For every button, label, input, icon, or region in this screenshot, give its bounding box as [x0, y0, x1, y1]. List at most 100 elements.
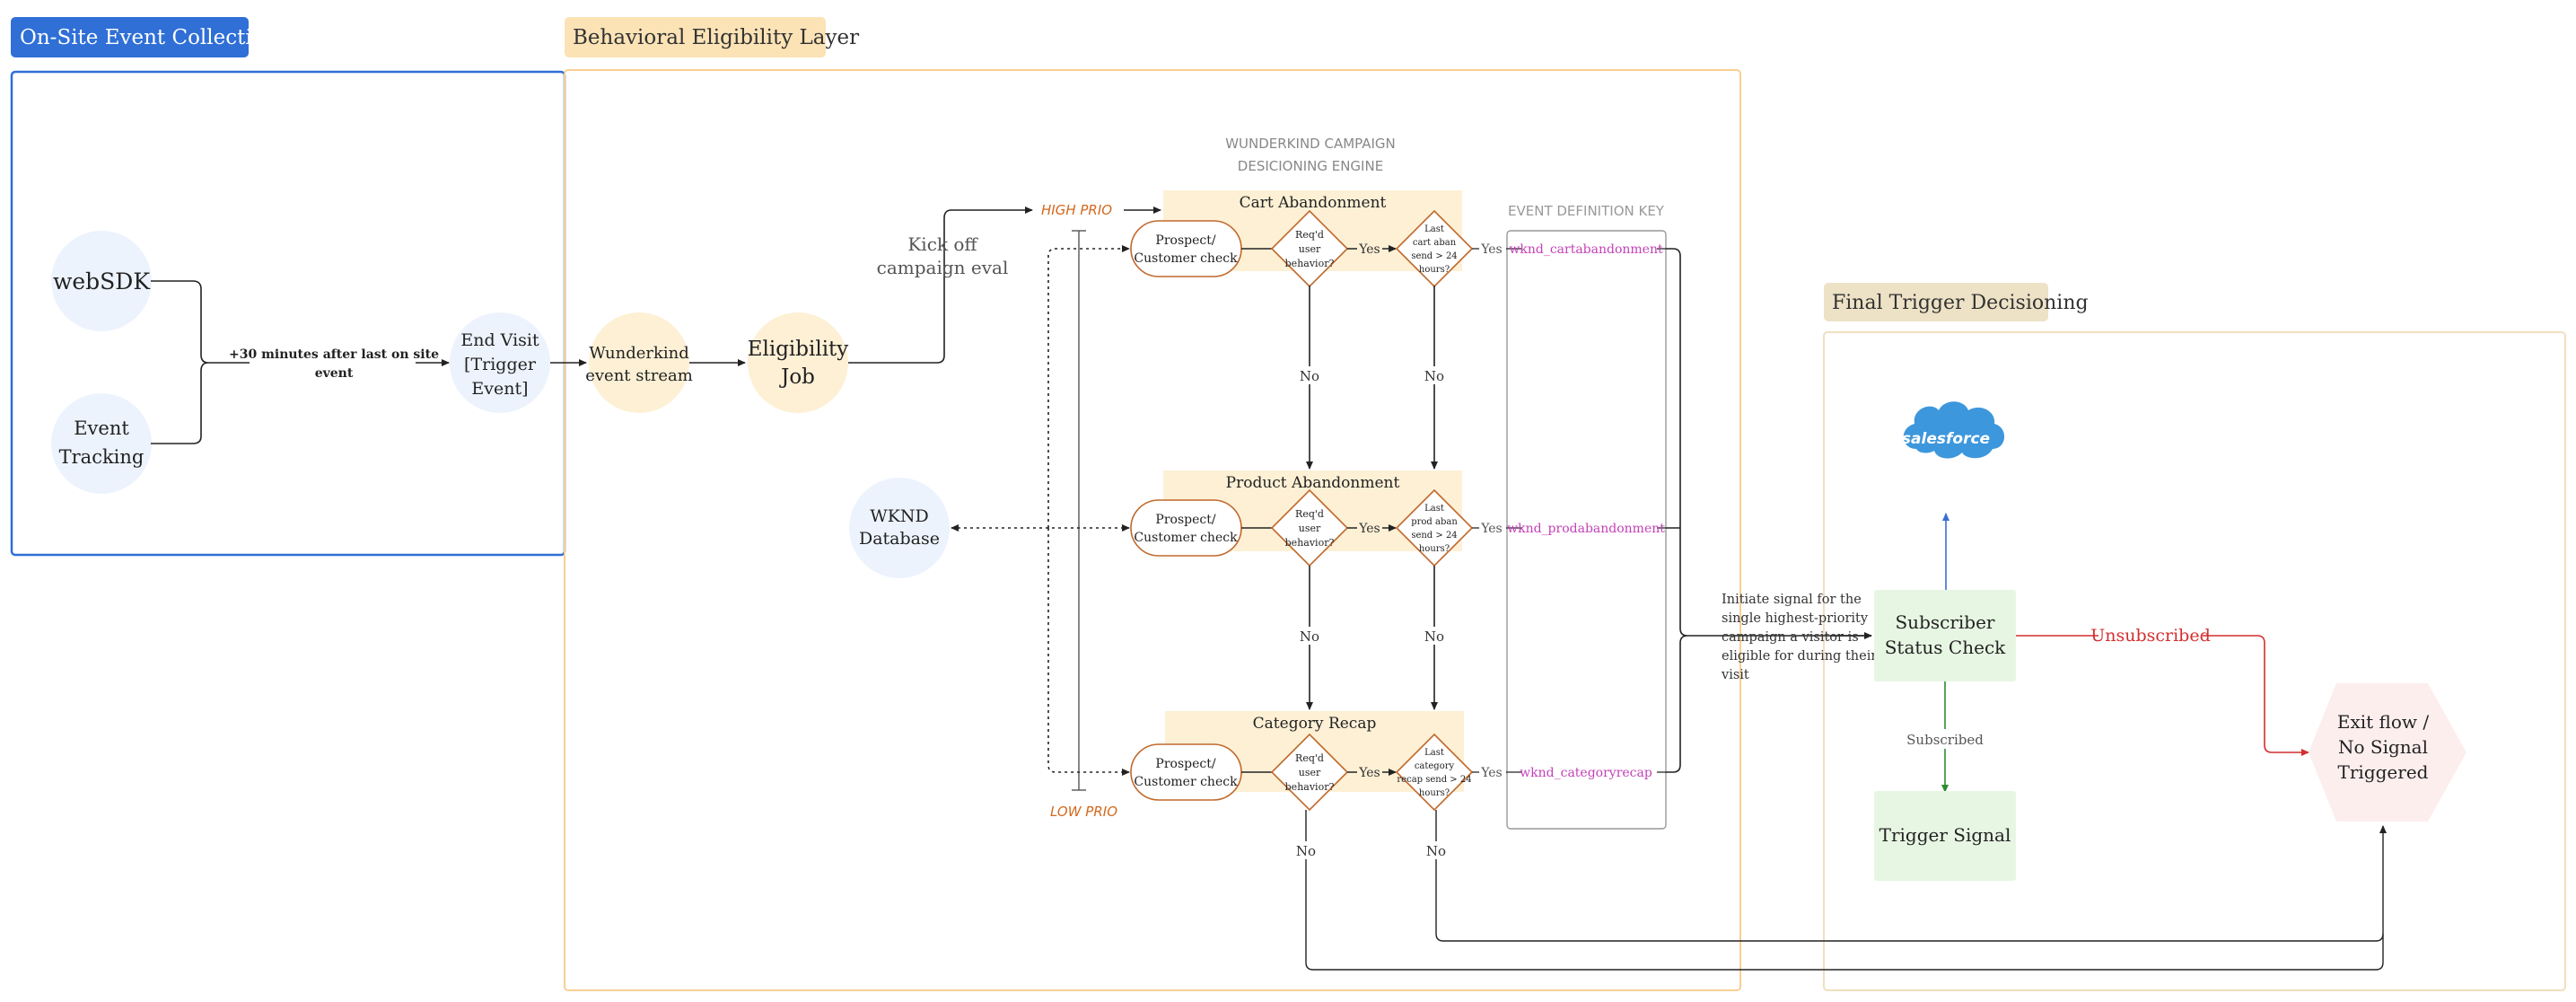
svg-text:WKND: WKND: [870, 506, 929, 526]
priority-scale: [1072, 230, 1086, 791]
engine-title: WUNDERKIND CAMPAIGN: [1225, 136, 1396, 152]
node-wunderkind-stream: Wunderkind event stream: [585, 312, 693, 413]
yes-key-label: Yes: [1480, 242, 1503, 257]
svg-text:Prospect/: Prospect/: [1155, 233, 1215, 248]
section-onsite: On-Site Event Collection: [10, 17, 566, 557]
node-websdk: webSDK: [51, 231, 152, 331]
yes-label-bg: [1357, 763, 1382, 779]
bottom-no-labels: No No: [1293, 841, 1449, 859]
yes-key-label-bg: [1479, 519, 1506, 535]
svg-text:Event: Event: [74, 418, 129, 439]
engine-title-line2: DESICIONING ENGINE: [1238, 158, 1383, 174]
svg-text:Last: Last: [1424, 504, 1444, 514]
event-key-bg: [1522, 763, 1657, 779]
yes-key-label: Yes: [1480, 766, 1503, 780]
svg-text:behavior?: behavior?: [1285, 537, 1335, 549]
svg-text:Initiate signal for the: Initiate signal for the: [1722, 593, 1862, 607]
label-initiate-signal: Initiate signal for the single highest-p…: [1721, 593, 1877, 682]
customer-check-node: Prospect/Customer check: [1130, 220, 1242, 277]
svg-text:Job: Job: [779, 365, 815, 389]
node-exit-flow: Exit flow / No Signal Triggered: [2309, 683, 2466, 822]
node-wknd-database: WKND Database: [849, 478, 950, 578]
svg-text:No: No: [1424, 628, 1444, 645]
node-eligibility-job: Eligibility Job: [748, 312, 849, 413]
svg-text:Tracking: Tracking: [59, 446, 145, 468]
event-definition-key-box: [1506, 230, 1667, 830]
svg-text:Req'd: Req'd: [1295, 752, 1324, 764]
svg-text:[Trigger: [Trigger: [464, 355, 537, 374]
yes-label-bg: [1357, 519, 1382, 535]
svg-text:hours?: hours?: [1419, 265, 1450, 275]
yes-key-label-bg: [1479, 240, 1506, 256]
label-kick-off: Kick off: [907, 233, 978, 255]
section-behavioral: Behavioral Eligibility Layer: [564, 17, 1741, 991]
db-connectors: [951, 245, 1130, 776]
node-end-visit: End Visit [Trigger Event]: [450, 312, 550, 413]
svg-text:End Visit: End Visit: [460, 330, 539, 350]
svg-text:category: category: [1415, 761, 1455, 771]
event-key-bg: [1522, 519, 1657, 535]
merge-bracket: [151, 280, 209, 444]
unsubscribed-label-bg: [2098, 625, 2203, 646]
svg-text:No Signal: No Signal: [2338, 736, 2428, 758]
label-high-prio: HIGH PRIO: [1041, 202, 1112, 218]
svg-text:Trigger Signal: Trigger Signal: [1879, 824, 2011, 846]
svg-text:send > 24: send > 24: [1411, 531, 1457, 541]
label-kick-off-line2: campaign eval: [877, 257, 1009, 278]
section-title-behavioral: Behavioral Eligibility Layer: [573, 26, 859, 49]
node-event-tracking: Event Tracking: [51, 393, 152, 494]
svg-text:campaign a visitor is: campaign a visitor is: [1722, 630, 1859, 645]
customer-check-node: Prospect/Customer check: [1130, 499, 1242, 557]
svg-text:cart aban: cart aban: [1413, 238, 1457, 248]
svg-text:user: user: [1299, 523, 1321, 534]
svg-text:Prospect/: Prospect/: [1155, 757, 1215, 771]
yes-label: Yes: [1358, 766, 1380, 780]
svg-text:Prospect/: Prospect/: [1155, 513, 1215, 527]
svg-text:prod aban: prod aban: [1411, 517, 1458, 527]
svg-text:Database: Database: [859, 529, 940, 549]
yes-key-label-bg: [1479, 763, 1506, 779]
label-thirty-minutes-line2: event: [315, 366, 354, 381]
svg-text:Exit flow /: Exit flow /: [2337, 711, 2430, 733]
yes-label: Yes: [1358, 242, 1380, 257]
svg-text:Event]: Event]: [471, 379, 528, 399]
svg-text:event stream: event stream: [585, 366, 693, 385]
label-subscribed: Subscribed: [1906, 732, 1984, 748]
section-title-onsite: On-Site Event Collection: [20, 26, 278, 49]
subscribed-label-bg: [1908, 729, 1982, 749]
svg-text:Subscriber: Subscriber: [1895, 611, 1994, 633]
label-thirty-minutes: +30 minutes after last on site: [229, 347, 439, 362]
campaign-title: Category Recap: [1253, 715, 1377, 733]
svg-text:hours?: hours?: [1419, 544, 1450, 554]
node-trigger-signal: Trigger Signal: [1874, 791, 2016, 881]
event-key-bg: [1522, 240, 1657, 256]
svg-text:recap send > 24: recap send > 24: [1397, 775, 1471, 785]
arrow-kick-off: [848, 207, 1033, 364]
exit-paths: [1305, 810, 2387, 971]
svg-text:user: user: [1299, 243, 1321, 255]
svg-text:Eligibility: Eligibility: [748, 338, 849, 361]
svg-text:send > 24: send > 24: [1411, 251, 1457, 261]
svg-text:visit: visit: [1721, 668, 1749, 682]
svg-text:No: No: [1426, 843, 1446, 859]
svg-text:hours?: hours?: [1419, 788, 1450, 798]
arrow-unsubscribed: [2016, 635, 2309, 756]
svg-text:Status Check: Status Check: [1885, 637, 2006, 658]
svg-text:No: No: [1296, 843, 1316, 859]
svg-text:Customer check: Customer check: [1134, 531, 1238, 545]
customer-check-node: Prospect/Customer check: [1130, 743, 1242, 801]
section-final: Final Trigger Decisioning: [1823, 283, 2566, 991]
event-key-label: wknd_categoryrecap: [1520, 766, 1652, 780]
salesforce-label: salesforce: [1902, 430, 1990, 448]
campaign-title: Product Abandonment: [1226, 474, 1400, 492]
svg-text:user: user: [1299, 767, 1321, 778]
label-low-prio: LOW PRIO: [1050, 804, 1117, 820]
